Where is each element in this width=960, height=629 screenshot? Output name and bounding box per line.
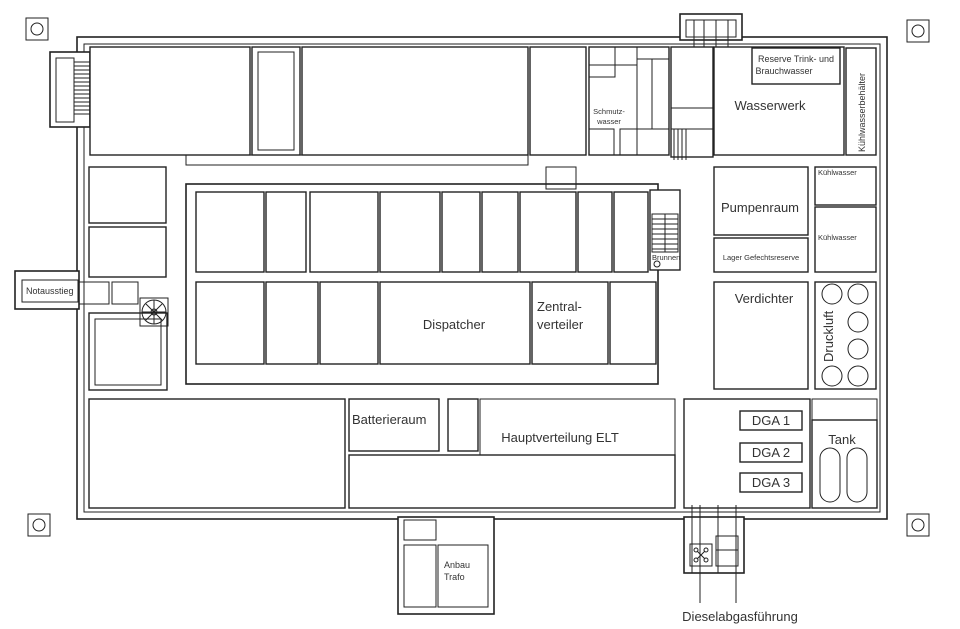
room-zentralverteiler xyxy=(531,281,609,365)
room-mid-2 xyxy=(265,191,307,273)
room-low-2 xyxy=(265,281,319,365)
notausstieg-label: Notausstieg xyxy=(26,286,74,296)
room-top-3 xyxy=(301,46,529,156)
dieselabgas-annex xyxy=(683,505,745,603)
room-notausstieg xyxy=(14,270,80,310)
room-pumpenraum xyxy=(713,166,809,236)
zentralverteiler-label-1: Zentral- xyxy=(537,299,582,314)
brunnen-well-icon xyxy=(653,260,661,268)
room-mid-9 xyxy=(613,191,649,273)
anbau-label-1: Anbau xyxy=(444,560,470,570)
room-kuehlwasserbehaelter xyxy=(845,47,877,156)
room-mid-1 xyxy=(195,191,265,273)
room-hauptverteilung xyxy=(348,454,676,509)
corner-marker-top-right xyxy=(906,19,930,43)
room-mid-3 xyxy=(309,191,379,273)
dispatcher-label: Dispatcher xyxy=(423,317,486,332)
batterieraum-label: Batterieraum xyxy=(352,412,426,427)
druckluft-label: Druckluft xyxy=(821,310,836,362)
dga-1-label: DGA 1 xyxy=(752,413,790,428)
brunnen-stair xyxy=(649,189,681,271)
brunnen-label: Brunnen xyxy=(652,253,680,262)
verdichter-label: Verdichter xyxy=(735,291,794,306)
hauptverteilung-label: Hauptverteilung ELT xyxy=(501,430,619,445)
room-lager xyxy=(713,237,809,273)
corner-marker-bottom-left xyxy=(27,513,51,537)
dga-2-label: DGA 2 xyxy=(752,445,790,460)
dga-3-label: DGA 3 xyxy=(752,475,790,490)
pumpenraum-label: Pumpenraum xyxy=(721,200,799,215)
kuehlwasser-top-label: Kühlwasser xyxy=(818,168,857,177)
room-top-4 xyxy=(529,46,587,156)
room-batterieraum xyxy=(348,398,440,452)
passage-notausstieg-2 xyxy=(111,281,139,305)
wasserwerk-label: Wasserwerk xyxy=(734,98,806,113)
tank-vessel-2 xyxy=(846,447,868,503)
room-tank xyxy=(811,419,878,509)
room-low-1 xyxy=(195,281,265,365)
room-mid-8 xyxy=(577,191,613,273)
room-batterie-vestibule xyxy=(447,398,479,452)
room-hauptverteilung-upper xyxy=(479,398,676,456)
room-mid-5 xyxy=(441,191,481,273)
room-mid-6 xyxy=(481,191,519,273)
spiral-stair-icon xyxy=(139,297,169,327)
room-left-1 xyxy=(88,166,167,224)
anbau-label-2: Trafo xyxy=(444,572,465,582)
room-left-2 xyxy=(88,226,167,278)
room-dispatcher xyxy=(379,281,531,365)
lager-label: Lager Gefechtsreserve xyxy=(723,253,799,262)
room-left-3 xyxy=(88,312,168,391)
inner-wall-line xyxy=(83,43,881,513)
anbau-trafo-annex xyxy=(397,516,495,615)
dga-2-box xyxy=(739,442,803,463)
notausstieg-inner xyxy=(21,279,79,303)
room-top-2-inner xyxy=(257,51,295,151)
schmutzwasser-label-1: Schmutz- xyxy=(593,107,625,116)
room-low-7 xyxy=(609,281,657,365)
dga-1-box xyxy=(739,410,803,431)
tank-label: Tank xyxy=(828,432,856,447)
room-kuehlwasser-top xyxy=(814,166,877,206)
schmutzwasser-label-2: wasser xyxy=(596,117,621,126)
kuehlwasser-bottom-label: Kühlwasser xyxy=(818,233,857,242)
tank-vestibule xyxy=(811,398,878,421)
schmutzwasser-cluster xyxy=(588,46,670,156)
room-mid-7 xyxy=(519,191,577,273)
dga-3-box xyxy=(739,472,803,493)
kuehlwasserbehaelter-label: Kühlwasserbehälter xyxy=(857,73,867,152)
room-low-3 xyxy=(319,281,379,365)
passage-notausstieg-1 xyxy=(78,281,110,305)
druckluft-tanks xyxy=(821,283,869,387)
room-mid-4 xyxy=(379,191,441,273)
corner-marker-top-left xyxy=(25,17,49,41)
reserve-label-2: Brauchwasser xyxy=(755,66,812,76)
corridor-top xyxy=(185,154,529,166)
corner-marker-bottom-right xyxy=(906,513,930,537)
vent-annex-top xyxy=(679,13,743,60)
room-reserve-wasser xyxy=(751,47,841,85)
diesel-label: Dieselabgasführung xyxy=(682,609,798,624)
tank-vessel-1 xyxy=(819,447,841,503)
room-top-2 xyxy=(251,46,301,156)
room-left-3-inner xyxy=(94,318,162,386)
room-kuehlwasser-bottom xyxy=(814,206,877,273)
pipe-shaft xyxy=(670,46,714,160)
room-bottom-left xyxy=(88,398,346,509)
zentralverteiler-label-2: verteiler xyxy=(537,317,584,332)
room-verdichter xyxy=(713,281,809,390)
stair-annex-top-left xyxy=(49,51,91,128)
passage-top-middle xyxy=(545,166,577,190)
room-top-1 xyxy=(89,46,251,156)
reserve-label-1: Reserve Trink- und xyxy=(758,54,834,64)
